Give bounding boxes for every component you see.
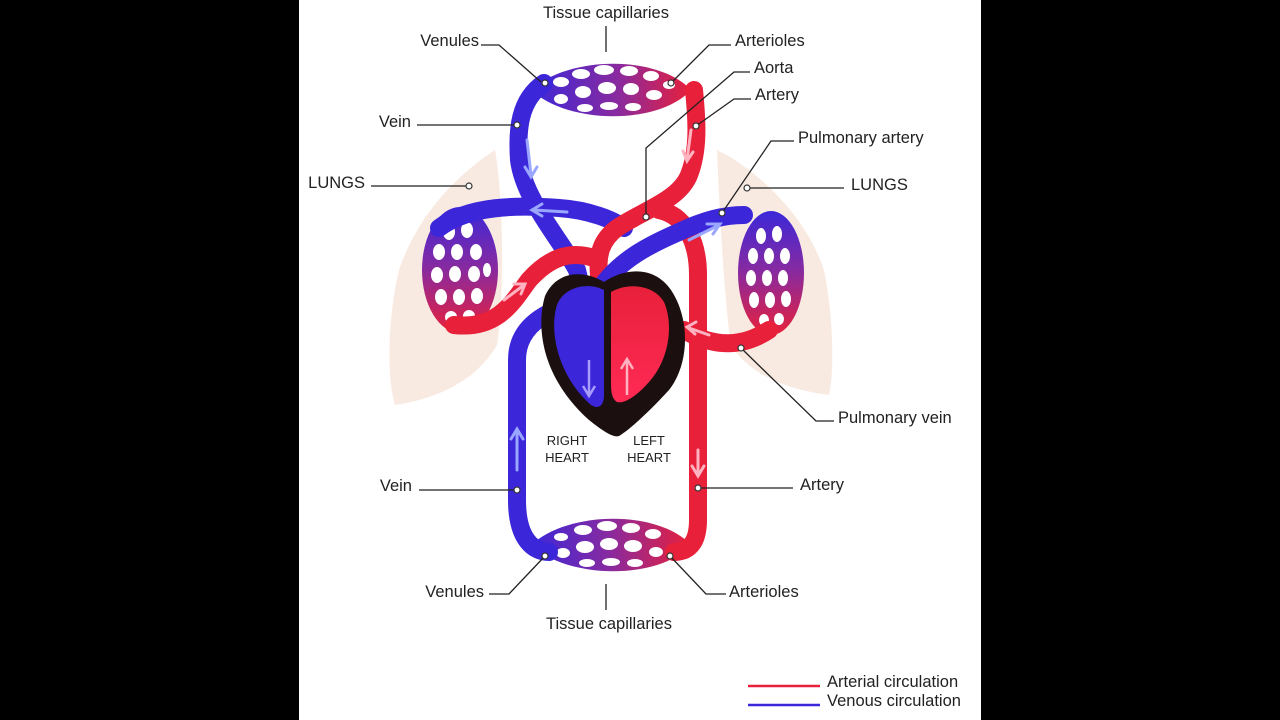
labels: Tissue capillaries Venules Arterioles Ao… — [308, 4, 952, 633]
label-arterioles-top: Arterioles — [735, 32, 805, 50]
label-pulmonary-vein: Pulmonary vein — [838, 409, 952, 427]
label-right-heart-line1: RIGHT — [547, 433, 588, 448]
label-tissue-capillaries-top: Tissue capillaries — [543, 4, 669, 22]
label-arterioles-bottom: Arterioles — [729, 583, 799, 601]
top-tissue-capillaries — [531, 63, 691, 117]
label-right-heart-line2: HEART — [545, 450, 589, 465]
label-aorta: Aorta — [754, 59, 794, 77]
diagram-panel: Tissue capillaries Venules Arterioles Ao… — [299, 0, 981, 720]
bottom-tissue-capillaries — [531, 518, 691, 572]
legend-venous-label: Venous circulation — [827, 692, 961, 710]
left-heart-chamber — [611, 286, 669, 403]
label-lungs-left: LUNGS — [308, 174, 365, 192]
label-artery-bottom: Artery — [800, 476, 845, 494]
label-left-heart-line2: HEART — [627, 450, 671, 465]
label-lungs-right: LUNGS — [851, 176, 908, 194]
label-venules-bottom: Venules — [425, 583, 484, 601]
circulation-diagram: Tissue capillaries Venules Arterioles Ao… — [308, 4, 961, 710]
right-lung-capillaries — [738, 211, 804, 335]
vessels — [430, 74, 778, 561]
label-artery-top: Artery — [755, 86, 800, 104]
leader-lines — [371, 26, 844, 610]
heart — [541, 271, 686, 437]
label-venules-top: Venules — [420, 32, 479, 50]
label-vein-top: Vein — [379, 113, 411, 131]
flow-arrows — [502, 128, 723, 479]
label-tissue-capillaries-bottom: Tissue capillaries — [546, 615, 672, 633]
legend-arterial-label: Arterial circulation — [827, 673, 958, 691]
label-pulmonary-artery: Pulmonary artery — [798, 129, 924, 147]
right-heart-chamber — [554, 286, 604, 407]
label-vein-bottom: Vein — [380, 477, 412, 495]
label-left-heart-line1: LEFT — [633, 433, 665, 448]
left-lung-capillaries — [422, 207, 498, 333]
legend: Arterial circulation Venous circulation — [748, 673, 961, 710]
label-dots — [465, 79, 751, 560]
